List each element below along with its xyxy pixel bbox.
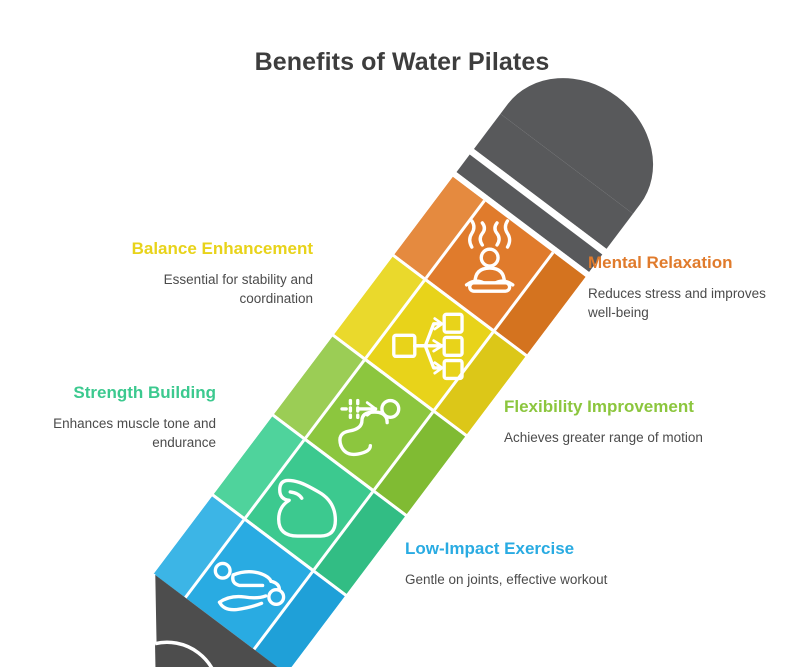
callout-description: Achieves greater range of motion [504, 429, 703, 445]
callout-title: Strength Building [73, 383, 216, 402]
segment-low-impact-exercise [153, 496, 345, 667]
callout-title: Mental Relaxation [588, 253, 733, 272]
callout-description: Gentle on joints, effective workout [405, 571, 608, 587]
stretching-figure-icon [338, 398, 401, 457]
pencil-tip [152, 573, 287, 667]
callout-flexibility-improvement: Flexibility Improvement Achieves greater… [504, 396, 704, 447]
callout-mental-relaxation: Mental Relaxation Reduces stress and imp… [588, 252, 788, 323]
eraser-cap [452, 78, 654, 277]
meditation-steam-icon [464, 219, 515, 293]
branching-flow-icon [392, 312, 464, 381]
segment-balance-enhancement [334, 256, 526, 435]
segment-flexibility-improvement [274, 336, 466, 515]
flexed-bicep-icon [276, 478, 338, 538]
callout-balance-enhancement: Balance Enhancement Essential for stabil… [108, 238, 313, 309]
page-title: Benefits of Water Pilates [254, 48, 550, 76]
segment-mental-relaxation [394, 176, 586, 355]
callout-low-impact-exercise: Low-Impact Exercise Gentle on joints, ef… [405, 538, 620, 589]
callout-description: Essential for stability and coordination [163, 271, 313, 307]
swimming-figure-icon [213, 561, 286, 612]
callout-description: Reduces stress and improves well-being [588, 285, 766, 321]
callout-title: Low-Impact Exercise [405, 539, 575, 558]
segment-strength-building [213, 416, 405, 594]
callout-title: Balance Enhancement [131, 239, 313, 258]
callout-description: Enhances muscle tone and endurance [53, 415, 216, 451]
callout-strength-building: Strength Building Enhances muscle tone a… [13, 382, 216, 453]
callout-title: Flexibility Improvement [504, 397, 694, 416]
